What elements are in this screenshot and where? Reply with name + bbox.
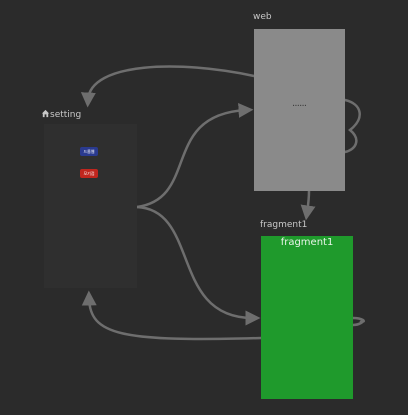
edge-web-to-setting[interactable] [80, 65, 256, 108]
fragment1-screen-label: fragment1 [260, 220, 308, 230]
setting-screen[interactable]: 드롭웹 모기점 [44, 124, 137, 288]
edge-setting-to-fragment1[interactable] [135, 205, 261, 326]
edge-fragment1-self-loop[interactable] [351, 316, 365, 327]
web-screen[interactable]: •••••• [254, 29, 345, 191]
web-screen-content: •••••• [292, 103, 307, 108]
edge-fragment1-to-setting[interactable] [81, 290, 263, 341]
setting-screen-header: setting [41, 109, 81, 121]
edge-web-self-loop[interactable] [343, 98, 361, 154]
web-screen-label: web [253, 12, 272, 22]
setting-button-red[interactable]: 모기점 [80, 169, 98, 178]
fragment1-screen[interactable]: fragment1 [261, 236, 353, 399]
fragment1-title: fragment1 [280, 237, 334, 248]
home-icon [41, 109, 50, 118]
edge-web-to-fragment1[interactable] [300, 189, 316, 221]
setting-button-blue[interactable]: 드롭웹 [80, 147, 98, 156]
edge-setting-to-web[interactable] [135, 102, 254, 209]
setting-screen-label: setting [50, 110, 82, 120]
